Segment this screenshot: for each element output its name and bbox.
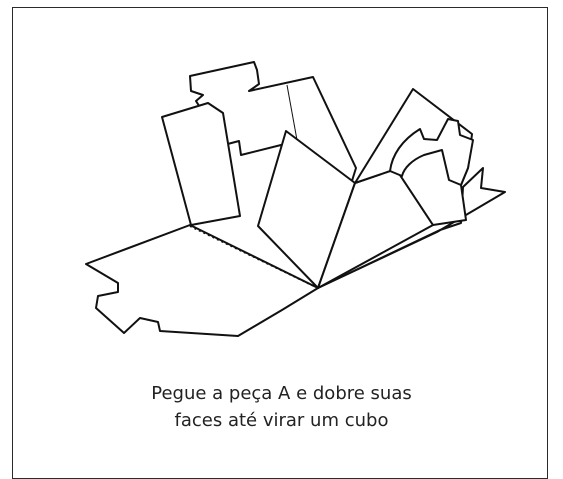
dotted-fold-line xyxy=(189,225,319,289)
caption-line-1: Pegue a peça A e dobre suas xyxy=(151,383,412,404)
caption-line-2: faces até virar um cubo xyxy=(174,410,389,431)
base-panel-left xyxy=(85,224,319,337)
cube-net-illustration xyxy=(85,61,506,337)
fold-line-top xyxy=(286,84,298,141)
right-rounded-tab xyxy=(389,118,474,186)
caption: Pegue a peça A e dobre suas faces até vi… xyxy=(100,380,463,434)
left-side-flap xyxy=(161,102,241,226)
